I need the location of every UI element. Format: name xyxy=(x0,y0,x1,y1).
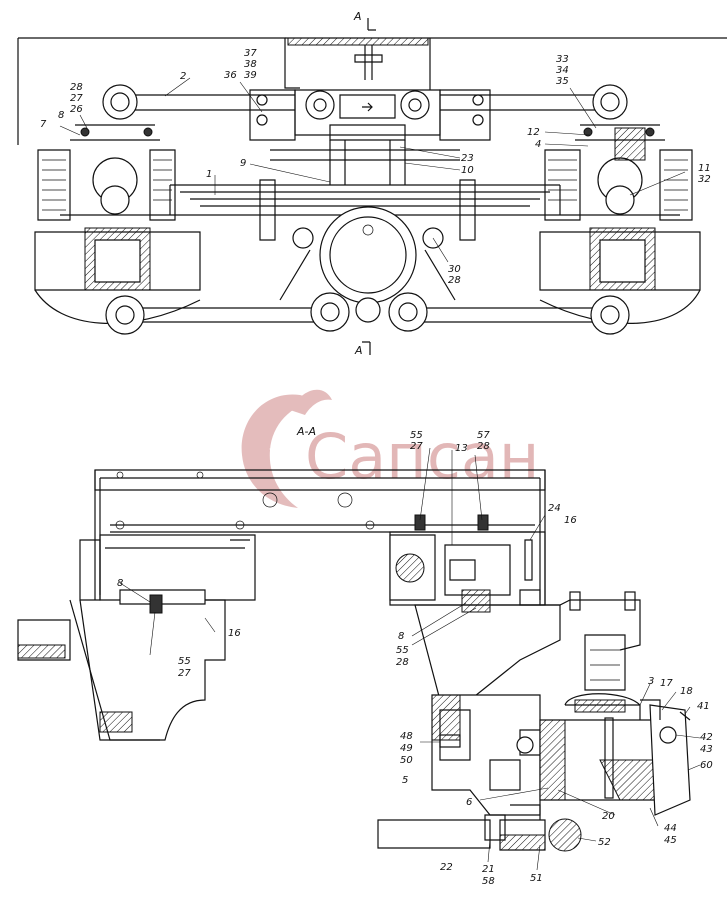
label-45: 45 xyxy=(664,835,677,846)
label-12: 12 xyxy=(527,127,540,138)
label-18: 18 xyxy=(680,686,693,697)
label-20: 20 xyxy=(602,811,615,822)
leader-lines xyxy=(59,77,701,871)
label-39: 39 xyxy=(244,70,257,81)
label-58: 58 xyxy=(482,876,495,887)
label-23: 23 xyxy=(461,153,474,164)
label-7: 7 xyxy=(40,119,47,130)
label-27b: 27 xyxy=(178,668,191,679)
label-5: 5 xyxy=(402,775,408,786)
label-21: 21 xyxy=(482,864,495,875)
top-view-drawing xyxy=(17,18,727,355)
label-8b: 8 xyxy=(398,631,404,642)
label-35: 35 xyxy=(556,76,569,87)
label-52: 52 xyxy=(598,837,611,848)
label-17: 17 xyxy=(660,678,673,689)
section-mark-top: A xyxy=(353,10,362,23)
label-48: 48 xyxy=(400,731,413,742)
label-33: 33 xyxy=(556,54,569,65)
watermark: Сапсан xyxy=(241,389,539,508)
label-11: 11 xyxy=(698,163,711,174)
label-44: 44 xyxy=(664,823,677,834)
label-57: 57 xyxy=(477,430,490,441)
label-55b: 55 xyxy=(178,656,191,667)
top-view-labels: 2 37 38 39 36 33 34 35 28 27 26 8 7 12 4… xyxy=(40,48,711,286)
label-1: 1 xyxy=(206,169,212,180)
watermark-text: Сапсан xyxy=(305,420,539,493)
section-view-drawing xyxy=(17,469,691,852)
label-8: 8 xyxy=(58,110,64,121)
label-32: 32 xyxy=(698,174,711,185)
label-26: 26 xyxy=(70,104,83,115)
label-10: 10 xyxy=(461,165,474,176)
label-55a: 55 xyxy=(410,430,423,441)
label-28: 28 xyxy=(70,82,83,93)
label-30: 30 xyxy=(448,264,461,275)
section-title: A-A xyxy=(296,425,316,438)
label-27a: 27 xyxy=(410,441,423,452)
label-4: 4 xyxy=(535,139,541,150)
label-13: 13 xyxy=(455,443,468,454)
label-27: 27 xyxy=(70,93,83,104)
label-16a: 16 xyxy=(564,515,577,526)
label-16b: 16 xyxy=(228,628,241,639)
label-55c: 55 xyxy=(396,645,409,656)
label-2: 2 xyxy=(180,71,186,82)
label-60: 60 xyxy=(700,760,713,771)
label-34: 34 xyxy=(556,65,569,76)
label-24: 24 xyxy=(548,503,561,514)
section-mark-bottom: A xyxy=(354,344,363,357)
label-41: 41 xyxy=(697,701,710,712)
label-50: 50 xyxy=(400,755,413,766)
label-28c: 28 xyxy=(477,441,490,452)
label-22: 22 xyxy=(440,862,453,873)
label-38: 38 xyxy=(244,59,257,70)
label-49: 49 xyxy=(400,743,413,754)
label-43: 43 xyxy=(700,744,713,755)
label-37: 37 xyxy=(244,48,257,59)
label-42: 42 xyxy=(700,732,713,743)
label-9: 9 xyxy=(240,158,246,169)
section-view-labels: 55 27 57 28 13 24 16 8 55 27 16 8 55 28 … xyxy=(117,430,713,887)
label-6: 6 xyxy=(466,797,472,808)
label-28d: 28 xyxy=(396,657,409,668)
label-36: 36 xyxy=(224,70,237,81)
label-51: 51 xyxy=(530,873,543,884)
label-28b: 28 xyxy=(448,275,461,286)
label-8a: 8 xyxy=(117,578,123,589)
label-3: 3 xyxy=(648,676,654,687)
